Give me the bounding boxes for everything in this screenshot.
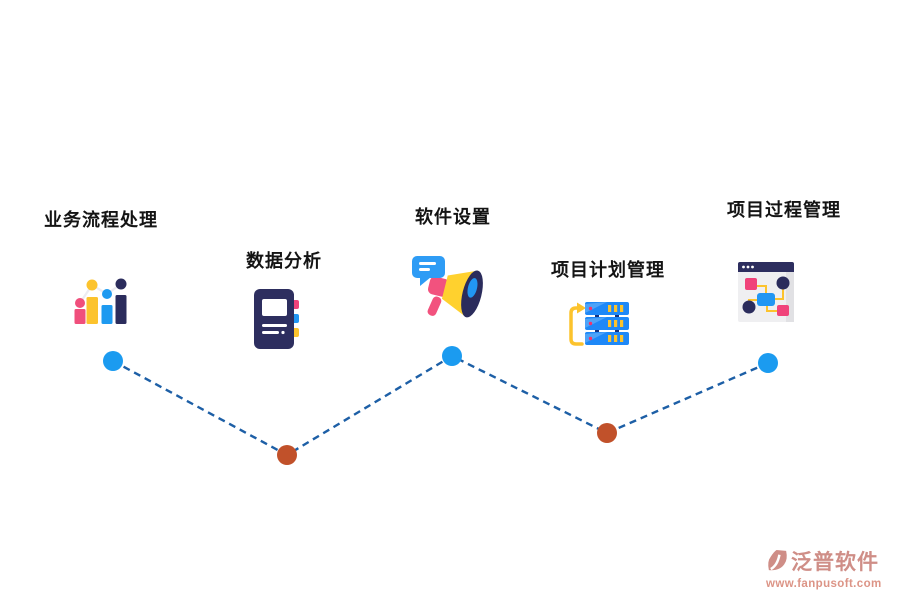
brand-url: www.fanpusoft.com bbox=[766, 578, 882, 590]
step-label-business-process: 业务流程处理 bbox=[44, 210, 158, 230]
step-label-project-plan: 项目计划管理 bbox=[551, 260, 665, 280]
server-list-icon bbox=[565, 300, 631, 353]
megaphone-icon bbox=[410, 254, 488, 327]
bar-chart-icon bbox=[72, 276, 132, 331]
step-label-project-process: 项目过程管理 bbox=[727, 200, 841, 220]
brand-name: 泛普软件 bbox=[791, 551, 879, 574]
step-label-software-settings: 软件设置 bbox=[415, 207, 491, 227]
timeline-node-dot bbox=[597, 423, 617, 443]
brand-watermark: 泛普软件 www.fanpusoft.com bbox=[766, 549, 894, 591]
timeline-node-dot bbox=[277, 445, 297, 465]
flowchart-window-icon bbox=[737, 261, 795, 328]
fanpu-logo-icon bbox=[766, 549, 789, 576]
timeline-node-dot bbox=[758, 353, 778, 373]
step-label-data-analysis: 数据分析 bbox=[246, 251, 322, 271]
notebook-icon bbox=[251, 287, 301, 356]
timeline-node-dot bbox=[442, 346, 462, 366]
timeline-node-dot bbox=[103, 351, 123, 371]
